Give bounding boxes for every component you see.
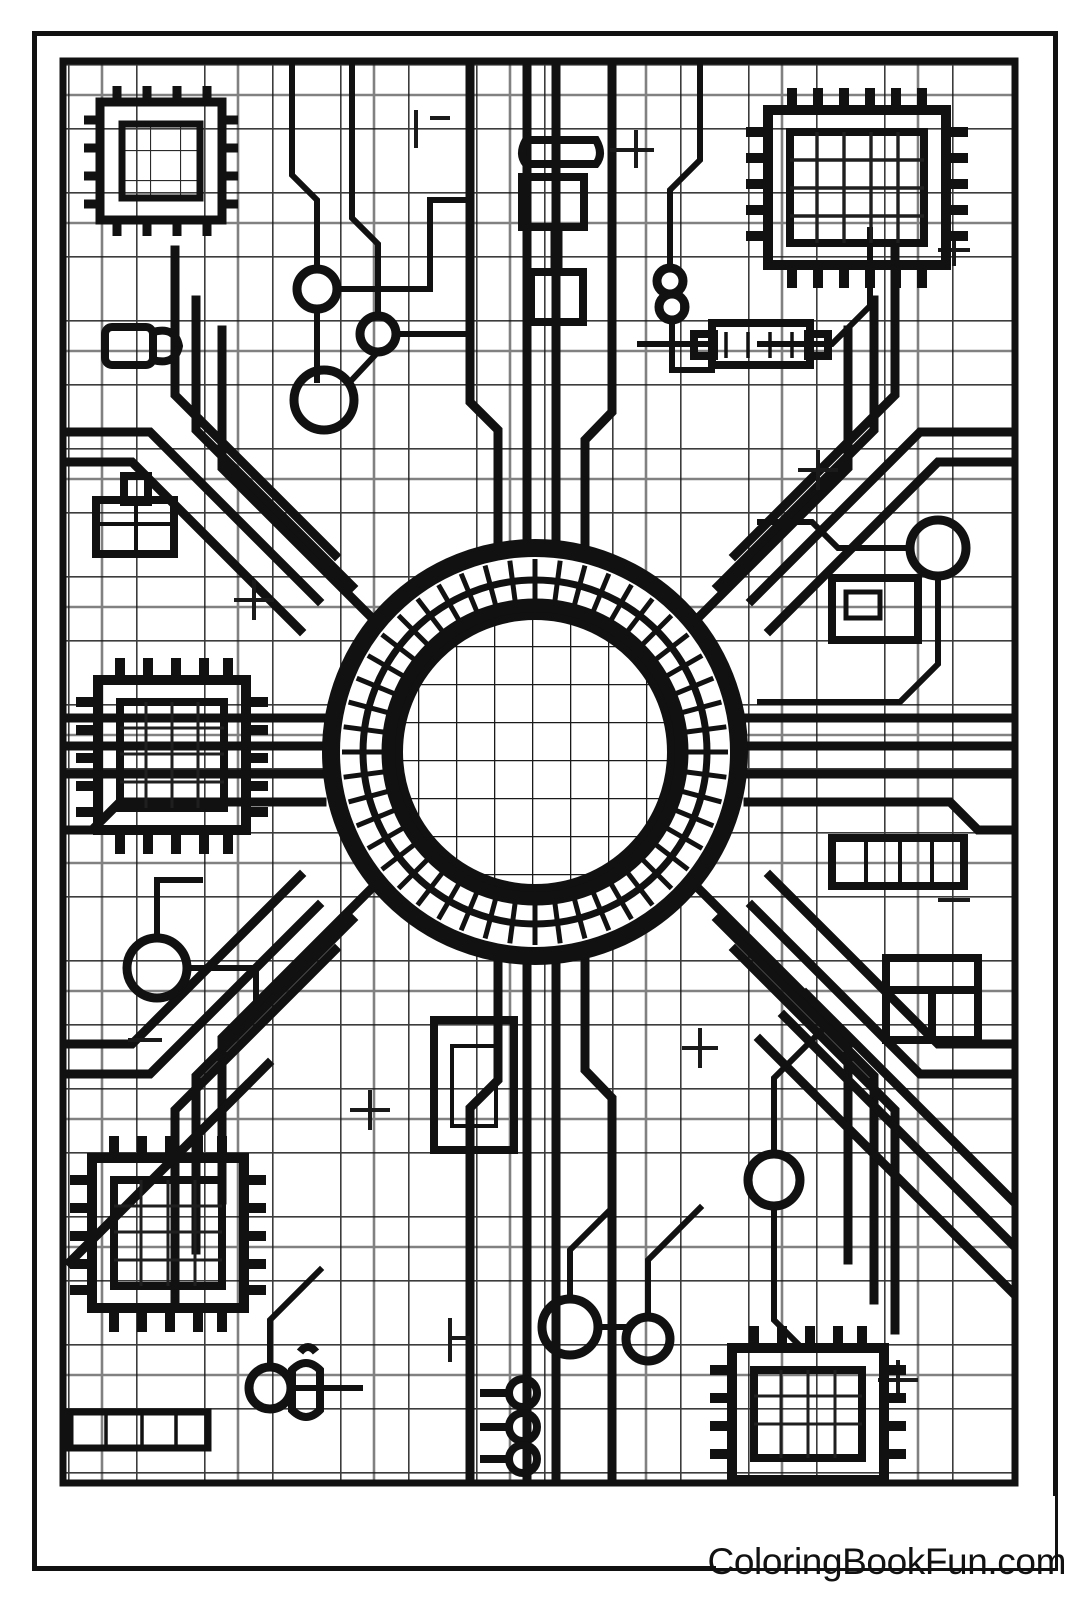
component-bottom-left-bar bbox=[66, 1408, 212, 1452]
watermark-plate bbox=[716, 1496, 1055, 1568]
component-left-tee bbox=[92, 472, 178, 558]
component-right-bar bbox=[828, 834, 968, 890]
outer-frame bbox=[32, 31, 1058, 1571]
chip-mid-left bbox=[76, 658, 268, 854]
chip-bottom-left bbox=[70, 1136, 266, 1332]
via-bottom-center-a bbox=[537, 1294, 603, 1360]
component-right-ic bbox=[690, 319, 832, 369]
via-bottom-center-b bbox=[621, 1312, 675, 1366]
pad-stack-bottom bbox=[480, 1375, 541, 1477]
component-right-maze bbox=[882, 954, 982, 1044]
component-top-link bbox=[550, 227, 563, 272]
board-frame bbox=[59, 57, 1019, 1487]
via-upper-left-mid bbox=[355, 311, 401, 357]
watermark-text: ColoringBookFun.com bbox=[707, 1541, 1067, 1582]
via-upper-left-large bbox=[289, 365, 359, 435]
via-top-right-b bbox=[654, 289, 690, 325]
via-upper-left-small bbox=[292, 264, 342, 314]
component-left-pill bbox=[101, 323, 184, 369]
component-top-square bbox=[527, 268, 587, 326]
component-center-low bbox=[430, 1016, 518, 1154]
central-processor-core bbox=[322, 539, 748, 965]
via-right-lower bbox=[743, 1149, 805, 1211]
core-segment-ticks bbox=[342, 559, 728, 945]
chip-top-left bbox=[84, 86, 238, 236]
connector-barbell bbox=[288, 1343, 324, 1421]
via-left-lower bbox=[122, 933, 192, 1003]
via-right-upper bbox=[905, 515, 971, 581]
via-bottom-left bbox=[244, 1362, 296, 1414]
chip-top-right bbox=[746, 88, 968, 288]
component-right-block bbox=[828, 574, 922, 644]
component-top-dogbone bbox=[518, 136, 604, 168]
